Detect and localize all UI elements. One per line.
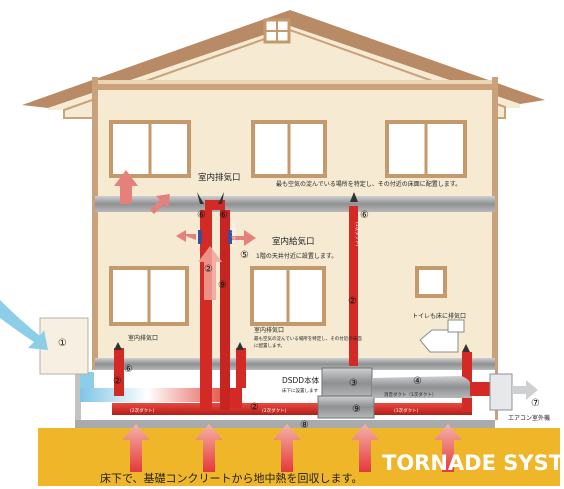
exhaust-indicator-arrows [114, 192, 470, 352]
label-indoor-exhaust-top: 室内排気口 [198, 172, 241, 183]
silencer-duct [372, 376, 492, 398]
marker-8: ⑧ [300, 420, 309, 431]
brand-title: TORNADE SYSTEM [382, 451, 564, 475]
marker-2c: ② [113, 376, 122, 387]
label-mid-note-2: に配置します。 [254, 342, 285, 349]
right-vertical-duct [349, 206, 358, 366]
mid-1f-exhaust-duct [236, 348, 246, 388]
label-duct-2nd-b: (2次ダクト) [262, 407, 287, 414]
gable-window [263, 18, 291, 44]
window-1f-left [109, 266, 189, 326]
toilet-icon [419, 319, 465, 353]
label-indoor-exhaust-mid: 室内排気口 [254, 326, 284, 334]
floor-slab-1f [95, 358, 495, 370]
marker-6a: ⑥ [197, 210, 206, 221]
marker-9a: ⑨ [218, 280, 227, 291]
marker-6b: ⑥ [219, 210, 228, 221]
label-dsdd-body: DSDD本体 [282, 375, 320, 385]
floor-slab-2f [95, 196, 495, 212]
outside-exhaust-arrow [512, 380, 538, 400]
label-vertical-duct: (1次ダクト) [230, 222, 237, 247]
ground-heat-arrows [122, 424, 462, 472]
left-1f-exhaust-duct [114, 348, 124, 396]
marker-6d: ⑥ [124, 364, 133, 375]
supply-vent-marker [198, 230, 232, 244]
marker-9b: ⑨ [352, 404, 361, 415]
label-aircon-outdoor: エアコン室外機 [508, 414, 550, 422]
marker-7: ⑦ [531, 398, 540, 409]
label-vertical-duct-b: (1次ダクト) [354, 222, 361, 247]
marker-2b: ② [348, 296, 357, 307]
dsdd-unit [317, 367, 375, 419]
label-mid-note-1: 最も空気の淀んでいる場所を特定し、その付近の床面 [254, 335, 362, 342]
marker-6c: ⑥ [360, 210, 369, 221]
window-2f-center [251, 120, 327, 178]
label-supply-note: 1階の天井付近に設置します。 [256, 252, 337, 260]
window-1f-right-small [415, 266, 447, 298]
window-2f-right [385, 120, 467, 178]
window-2f-left [109, 120, 191, 178]
marker-1: ① [58, 338, 67, 349]
label-toilet-note: トイレも床に排気口 [412, 312, 466, 320]
label-indoor-supply: 室内給気口 [272, 236, 315, 247]
label-duct-2nd-a: (2次ダクト) [130, 407, 155, 414]
bottom-caption: 床下で、基礎コンクリートから地中熱を回収します。 [100, 471, 362, 485]
label-dsdd-note: 床下に設置します [282, 387, 318, 394]
window-1f-center [250, 266, 326, 326]
marker-4: ④ [413, 376, 422, 387]
marker-5: ⑤ [240, 250, 249, 261]
label-exhaust-duct: 消音ダクト（1次ダクト） [384, 391, 436, 398]
aircon-outdoor-unit [489, 373, 513, 411]
label-top-note: 最も空気の淀んでいる場所を特定し、その付近の床面に配置します。 [276, 180, 461, 188]
supply-flow-arrows [114, 170, 256, 300]
outside-air-arrow [0, 300, 48, 350]
marker-2a: ② [204, 264, 213, 275]
label-indoor-exhaust-left: 室内排気口 [128, 334, 158, 342]
marker-3: ③ [349, 378, 358, 389]
marker-2d: ② [250, 402, 259, 413]
label-duct-3rd: (3次ダクト) [394, 407, 419, 414]
